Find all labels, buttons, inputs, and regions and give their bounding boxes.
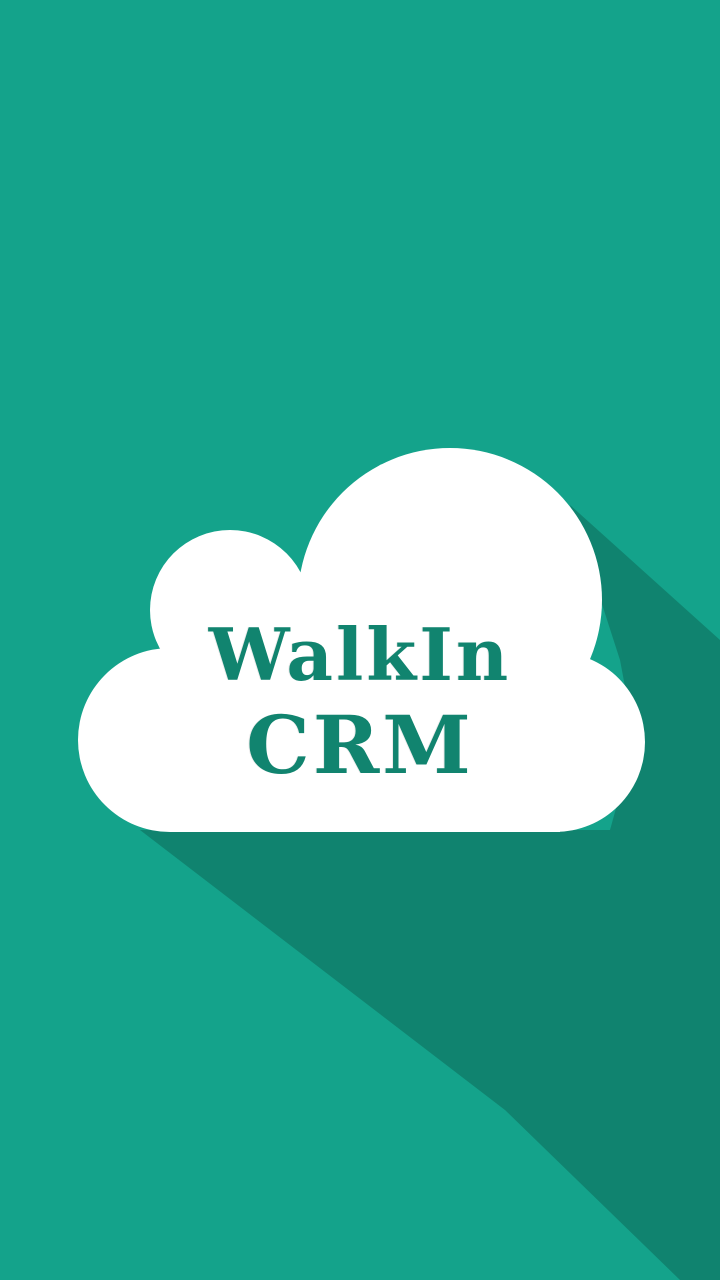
app-logo-subtitle: CRM bbox=[246, 698, 474, 792]
cloud-icon bbox=[78, 448, 645, 832]
app-logo-title: WalkIn bbox=[208, 612, 512, 697]
cloud-long-shadow bbox=[140, 505, 720, 1280]
